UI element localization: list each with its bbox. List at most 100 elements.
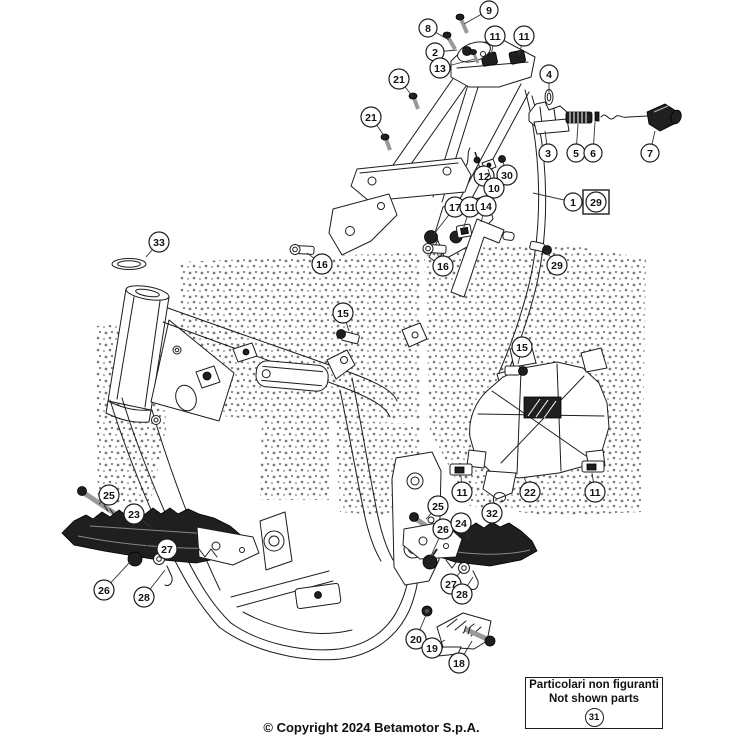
callout-4: 4	[539, 64, 559, 92]
svg-text:15: 15	[516, 342, 528, 354]
svg-text:26: 26	[437, 524, 449, 536]
callout-14: 14	[475, 195, 497, 223]
svg-text:7: 7	[647, 148, 653, 160]
not-shown-parts-box: Particolari non figuranti Not shown part…	[525, 677, 663, 729]
svg-text:5: 5	[573, 148, 579, 160]
svg-text:11: 11	[518, 31, 529, 43]
callout-11: 11	[584, 472, 606, 503]
callout-29: 29	[545, 250, 568, 276]
callout-11: 11	[459, 196, 481, 231]
callout-7: 7	[640, 130, 660, 163]
svg-text:4: 4	[546, 69, 552, 81]
o-ring-gasket	[111, 258, 147, 270]
svg-text:11: 11	[589, 487, 600, 499]
svg-text:26: 26	[98, 585, 110, 597]
svg-text:21: 21	[393, 74, 405, 86]
svg-text:10: 10	[488, 183, 500, 195]
callout-22: 22	[519, 476, 541, 503]
main-frame-spars	[162, 307, 428, 418]
callout-21: 21	[360, 106, 386, 138]
svg-text:20: 20	[410, 634, 422, 646]
svg-text:16: 16	[316, 259, 328, 271]
svg-text:29: 29	[590, 197, 602, 209]
svg-text:24: 24	[455, 518, 467, 530]
left-footpeg	[61, 486, 260, 586]
callout-16: 16	[306, 252, 333, 275]
callout-26: 26	[430, 518, 454, 557]
callout-33: 33	[145, 231, 170, 258]
svg-text:8: 8	[425, 23, 431, 35]
svg-text:11: 11	[464, 202, 475, 214]
head-tube	[105, 285, 235, 423]
callout-11: 11	[451, 475, 473, 503]
svg-text:33: 33	[153, 237, 165, 249]
svg-text:25: 25	[432, 501, 444, 513]
callout-15: 15	[332, 302, 354, 332]
callout-19: 19	[421, 637, 446, 659]
callout-20: 20	[405, 614, 427, 650]
callout-8: 8	[418, 18, 450, 41]
svg-text:29: 29	[551, 260, 563, 272]
lower-guard-plate	[421, 605, 496, 657]
svg-text:28: 28	[456, 589, 468, 601]
callout-13: 13	[429, 57, 476, 79]
svg-text:28: 28	[138, 592, 150, 604]
callout-11: 11	[513, 25, 535, 56]
svg-text:9: 9	[486, 5, 492, 17]
callout-23: 23	[123, 503, 152, 528]
svg-text:11: 11	[456, 487, 467, 499]
frame-line-art	[61, 13, 682, 661]
callout-1: 1	[532, 192, 583, 212]
callout-28: 28	[133, 569, 166, 608]
svg-text:25: 25	[103, 490, 115, 502]
copyright-text: © Copyright 2024 Betamotor S.p.A.	[263, 720, 480, 735]
callout-15: 15	[511, 336, 533, 365]
seat-latch-cable-assembly	[528, 89, 682, 135]
svg-text:6: 6	[590, 148, 596, 160]
callout-11: 11	[484, 25, 506, 56]
callout-24: 24	[450, 512, 472, 539]
callout-26: 26	[93, 560, 132, 601]
svg-text:13: 13	[434, 63, 446, 75]
callout-16: 16	[432, 252, 454, 277]
callout-31: 31	[584, 708, 604, 727]
callout-27: 27	[156, 538, 178, 560]
cable-wire	[600, 114, 649, 120]
callout-9: 9	[463, 0, 499, 25]
svg-text:15: 15	[337, 308, 349, 320]
svg-text:27: 27	[445, 579, 457, 591]
svg-text:2: 2	[432, 47, 438, 59]
callout-21: 21	[388, 68, 414, 98]
svg-text:17: 17	[449, 202, 461, 214]
callout-5: 5	[566, 123, 586, 163]
callout-25: 25	[425, 495, 449, 520]
callout-18: 18	[448, 640, 473, 674]
svg-text:1: 1	[570, 197, 576, 209]
svg-text:11: 11	[489, 31, 500, 43]
svg-text:27: 27	[161, 544, 173, 556]
callout-25: 25	[98, 484, 120, 506]
svg-text:14: 14	[480, 201, 492, 213]
callout-28: 28	[451, 576, 474, 605]
not-shown-line-it: Particolari non figuranti	[529, 679, 659, 691]
svg-text:21: 21	[365, 112, 377, 124]
spring-hook	[492, 491, 507, 508]
svg-text:32: 32	[486, 508, 498, 520]
callout-30: 30	[496, 161, 518, 186]
svg-text:16: 16	[437, 261, 449, 273]
svg-text:12: 12	[478, 171, 490, 183]
callout-3: 3	[538, 130, 558, 163]
callout-6: 6	[583, 121, 603, 163]
svg-text:19: 19	[426, 643, 438, 655]
callout-17: 17	[433, 196, 466, 235]
callout-29: 29	[582, 189, 610, 215]
svg-text:22: 22	[524, 487, 536, 499]
svg-text:18: 18	[453, 658, 465, 670]
not-shown-line-en: Not shown parts	[548, 693, 640, 705]
svg-text:3: 3	[545, 148, 551, 160]
svg-text:23: 23	[128, 509, 140, 521]
callout-32: 32	[481, 502, 503, 524]
